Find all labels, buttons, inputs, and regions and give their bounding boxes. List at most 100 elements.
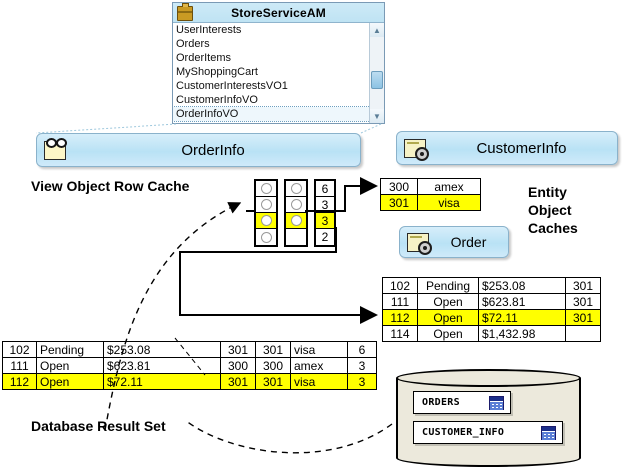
- cell-qty: 3: [347, 357, 377, 374]
- entity-object-icon: [407, 232, 432, 255]
- am-panel-title: StoreServiceAM: [231, 5, 326, 20]
- cell-amount: $253.08: [478, 277, 566, 294]
- dashed-link-resultset-to-rowcache: [104, 202, 242, 431]
- cell-qty: 6: [347, 341, 377, 358]
- scroll-up-icon[interactable]: ▲: [370, 23, 384, 37]
- scrollbar-thumb[interactable]: [371, 71, 383, 89]
- cell-id: 102: [382, 277, 418, 294]
- row-cache-cell: 6: [316, 181, 334, 197]
- entity-object-customerinfo[interactable]: CustomerInfo: [396, 131, 618, 165]
- row-cache-cell: 3: [316, 197, 334, 213]
- table-row: 102 Pending $253.08 301: [382, 277, 601, 294]
- cell-card: visa: [290, 341, 348, 358]
- am-list-scrollbar[interactable]: ▲ ▼: [369, 23, 384, 123]
- cell-card: amex: [290, 357, 348, 374]
- list-item[interactable]: UserInterests: [176, 24, 242, 36]
- cell-id: 300: [380, 178, 418, 195]
- entity-ref-dot-icon: [260, 183, 272, 194]
- cell-amount: $253.08: [103, 341, 221, 358]
- cell-id: 114: [382, 325, 418, 342]
- view-object-icon: [44, 137, 67, 160]
- list-item-selected[interactable]: OrderInfoVO: [173, 106, 384, 122]
- database-table-name: CUSTOMER_INFO: [422, 427, 505, 438]
- cell-card: visa: [417, 194, 481, 211]
- table-row: 111 Open $623.81 301: [382, 293, 601, 310]
- list-item[interactable]: Orders: [176, 38, 210, 50]
- row-cache-cell: 2: [316, 229, 334, 245]
- entity-ref-dot-icon: [260, 199, 272, 210]
- entity-object-label: CustomerInfo: [476, 139, 567, 157]
- row-cache-cell-empty: [286, 229, 306, 245]
- view-object-orderinfo[interactable]: OrderInfo: [36, 133, 361, 167]
- briefcase-icon: [177, 3, 193, 21]
- row-cache-column-2: [284, 179, 308, 247]
- cell-amount: $623.81: [478, 293, 566, 310]
- row-cache-cell: [256, 229, 276, 245]
- list-item[interactable]: OrderItems: [176, 52, 232, 64]
- row-cache-column-1: [254, 179, 278, 247]
- cell-amount: $72.11: [103, 373, 221, 390]
- database-table-customer-info: CUSTOMER_INFO: [413, 421, 563, 444]
- cell-card: visa: [290, 373, 348, 390]
- row-cache-cell-highlighted: 3: [316, 213, 334, 229]
- cell-qty: 3: [347, 373, 377, 390]
- table-row: 114 Open $1,432.98: [382, 325, 601, 342]
- cell-id: 112: [382, 309, 418, 326]
- database-body: [396, 378, 581, 458]
- dashed-link-database-to-resultset: [184, 419, 393, 454]
- entity-object-order[interactable]: Order: [399, 226, 509, 258]
- table-icon: [489, 396, 504, 410]
- cell-id: 301: [380, 194, 418, 211]
- cell-status: Open: [417, 293, 479, 310]
- table-row-highlighted: 112 Open $72.11 301: [382, 309, 601, 326]
- cell-id: 111: [382, 293, 418, 310]
- database-result-set-label: Database Result Set: [31, 418, 166, 434]
- cell-amount: $72.11: [478, 309, 566, 326]
- list-item[interactable]: MyShoppingCart: [176, 66, 258, 78]
- entity-object-caches-label: Entity Object Caches: [528, 184, 578, 236]
- cell-fk: 301: [220, 341, 256, 358]
- entity-ref-dot-icon: [290, 199, 302, 210]
- table-row-highlighted: 301 visa: [380, 194, 481, 211]
- cell-order-id: 112: [2, 373, 37, 390]
- list-item[interactable]: CustomerInterestsVO1: [176, 80, 288, 92]
- table-row: 111 Open $623.81 300 300 amex 3: [2, 357, 377, 374]
- cell-customer-id: 301: [255, 341, 291, 358]
- cell-status: Open: [36, 357, 104, 374]
- cell-order-id: 102: [2, 341, 37, 358]
- table-row: 102 Pending $253.08 301 301 visa 6: [2, 341, 377, 358]
- scroll-down-icon[interactable]: ▼: [370, 109, 384, 123]
- entity-object-label: Order: [450, 234, 487, 250]
- entity-object-icon: [404, 138, 429, 161]
- projection-line-right: [360, 123, 382, 134]
- entity-ref-dot-icon: [290, 183, 302, 194]
- cell-status: Open: [417, 325, 479, 342]
- row-cache-column-3: 6 3 3 2: [314, 179, 336, 247]
- view-object-row-cache-label: View Object Row Cache: [31, 178, 190, 194]
- store-service-am-panel[interactable]: StoreServiceAM UserInterests Orders Orde…: [172, 2, 385, 124]
- row-cache-cell: [286, 197, 306, 213]
- cell-amount: $1,432.98: [478, 325, 566, 342]
- cell-card: amex: [417, 178, 481, 195]
- customerinfo-entity-cache-table: 300 amex 301 visa: [380, 178, 481, 211]
- cell-ref: 301: [565, 309, 601, 326]
- am-panel-titlebar: StoreServiceAM: [173, 3, 384, 23]
- cell-order-id: 111: [2, 357, 37, 374]
- database-table-orders: ORDERS: [413, 391, 511, 414]
- order-entity-cache-table: 102 Pending $253.08 301 111 Open $623.81…: [382, 277, 601, 342]
- cell-customer-id: 300: [255, 357, 291, 374]
- database-result-set-table: 102 Pending $253.08 301 301 visa 6 111 O…: [2, 341, 377, 390]
- entity-ref-dot-icon: [260, 231, 272, 243]
- cell-status: Pending: [417, 277, 479, 294]
- am-object-list[interactable]: UserInterests Orders OrderItems MyShoppi…: [173, 23, 384, 123]
- table-icon: [541, 426, 556, 440]
- cell-amount: $623.81: [103, 357, 221, 374]
- cell-fk: 301: [220, 373, 256, 390]
- row-cache-cell: [256, 197, 276, 213]
- cell-status: Open: [36, 373, 104, 390]
- cell-status: Open: [417, 309, 479, 326]
- view-object-label: OrderInfo: [181, 141, 245, 159]
- list-item[interactable]: CustomerInfoVO: [176, 94, 258, 106]
- table-row-highlighted: 112 Open $72.11 301 301 visa 3: [2, 373, 377, 390]
- row-cache-cell: [286, 181, 306, 197]
